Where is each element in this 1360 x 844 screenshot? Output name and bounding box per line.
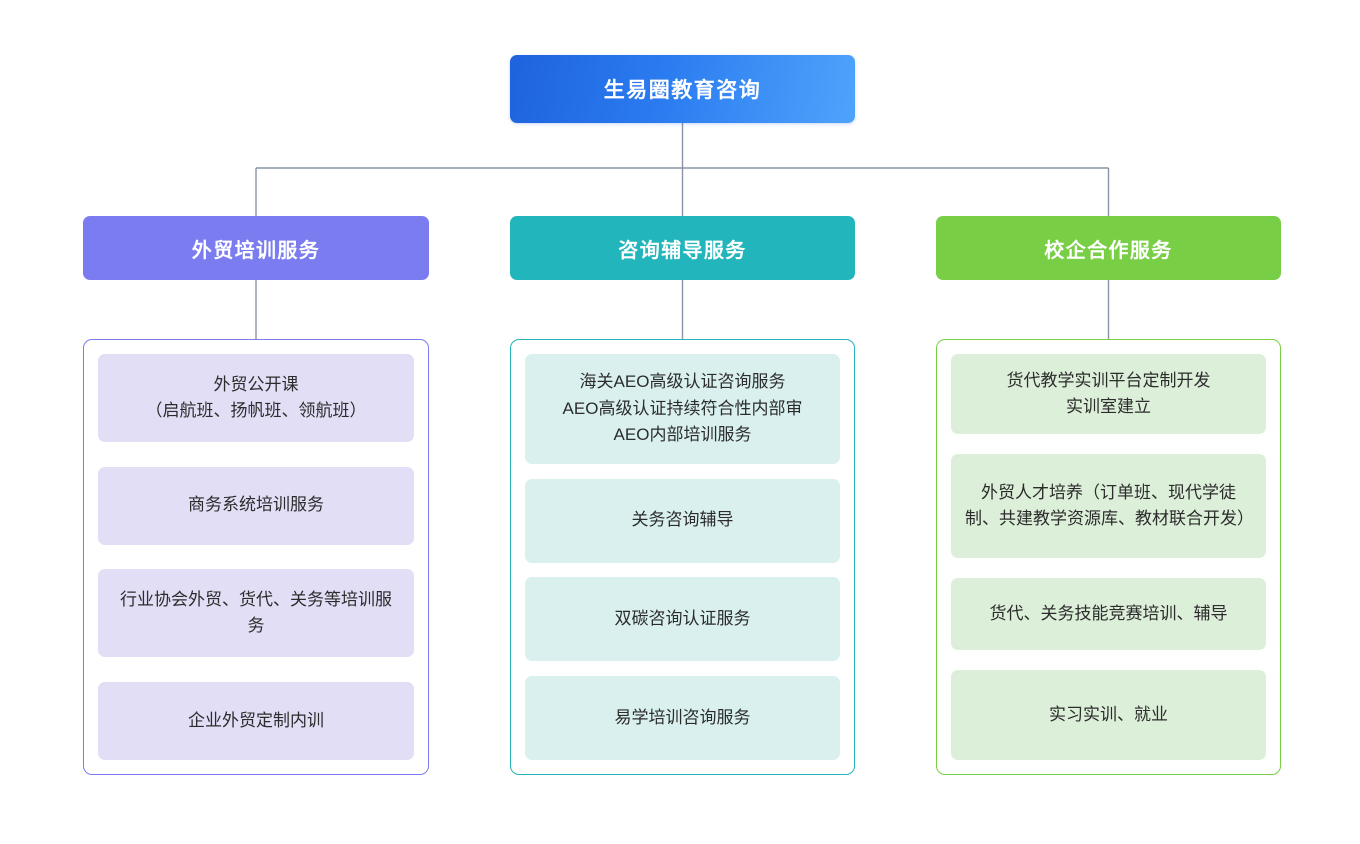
leaf-card-label: 外贸公开课 （启航班、扬帆班、领航班） xyxy=(145,374,367,420)
leaf-card[interactable]: 外贸公开课 （启航班、扬帆班、领航班） xyxy=(98,354,414,442)
leaf-card-label: 行业协会外贸、货代、关务等培训服务 xyxy=(120,589,392,636)
leaf-card-label: 企业外贸定制内训 xyxy=(188,710,324,730)
branch-container-zixun-fudao: 海关AEO高级认证咨询服务 AEO高级认证持续符合性内部审 AEO内部培训服务 … xyxy=(510,339,855,775)
branch-header-xiaoqi-hezuo[interactable]: 校企合作服务 xyxy=(936,216,1281,280)
leaf-card[interactable]: 海关AEO高级认证咨询服务 AEO高级认证持续符合性内部审 AEO内部培训服务 xyxy=(525,354,840,464)
leaf-card[interactable]: 关务咨询辅导 xyxy=(525,478,840,563)
leaf-card-label: 海关AEO高级认证咨询服务 AEO高级认证持续符合性内部审 AEO内部培训服务 xyxy=(562,372,803,445)
root-node-label: 生易圈教育咨询 xyxy=(603,79,762,102)
leaf-card[interactable]: 外贸人才培养（订单班、现代学徒制、共建教学资源库、教材联合开发） xyxy=(951,454,1266,558)
leaf-card-label: 商务系统培训服务 xyxy=(188,495,324,515)
leaf-card[interactable]: 易学培训咨询服务 xyxy=(525,675,840,760)
leaf-card[interactable]: 货代、关务技能竞赛培训、辅导 xyxy=(951,578,1266,650)
branch-container-waimao-peixun: 外贸公开课 （启航班、扬帆班、领航班） 商务系统培训服务 行业协会外贸、货代、关… xyxy=(83,339,429,775)
leaf-card-label: 双碳咨询认证服务 xyxy=(614,609,751,629)
leaf-card-label: 货代教学实训平台定制开发 实训室建立 xyxy=(1006,370,1211,416)
branch-header-label: 外贸培训服务 xyxy=(191,239,321,262)
leaf-card[interactable]: 企业外贸定制内训 xyxy=(98,681,414,760)
branch-header-label: 校企合作服务 xyxy=(1044,239,1173,262)
leaf-card[interactable]: 行业协会外贸、货代、关务等培训服务 xyxy=(98,569,414,658)
branch-header-zixun-fudao[interactable]: 咨询辅导服务 xyxy=(510,216,855,280)
leaf-card[interactable]: 货代教学实训平台定制开发 实训室建立 xyxy=(951,354,1266,434)
leaf-card-label: 实习实训、就业 xyxy=(1049,704,1168,724)
leaf-card[interactable]: 双碳咨询认证服务 xyxy=(525,577,840,662)
leaf-card[interactable]: 商务系统培训服务 xyxy=(98,466,414,545)
leaf-card-label: 货代、关务技能竞赛培训、辅导 xyxy=(989,603,1228,623)
leaf-card-label: 易学培训咨询服务 xyxy=(614,707,751,727)
leaf-card-label: 外贸人才培养（订单班、现代学徒制、共建教学资源库、教材联合开发） xyxy=(965,482,1254,528)
root-node[interactable]: 生易圈教育咨询 xyxy=(510,55,855,123)
leaf-card-label: 关务咨询辅导 xyxy=(631,510,734,530)
branch-header-waimao-peixun[interactable]: 外贸培训服务 xyxy=(83,216,429,280)
branch-container-xiaoqi-hezuo: 货代教学实训平台定制开发 实训室建立 外贸人才培养（订单班、现代学徒制、共建教学… xyxy=(936,339,1281,775)
leaf-card[interactable]: 实习实训、就业 xyxy=(951,670,1266,760)
branch-header-label: 咨询辅导服务 xyxy=(618,239,747,262)
